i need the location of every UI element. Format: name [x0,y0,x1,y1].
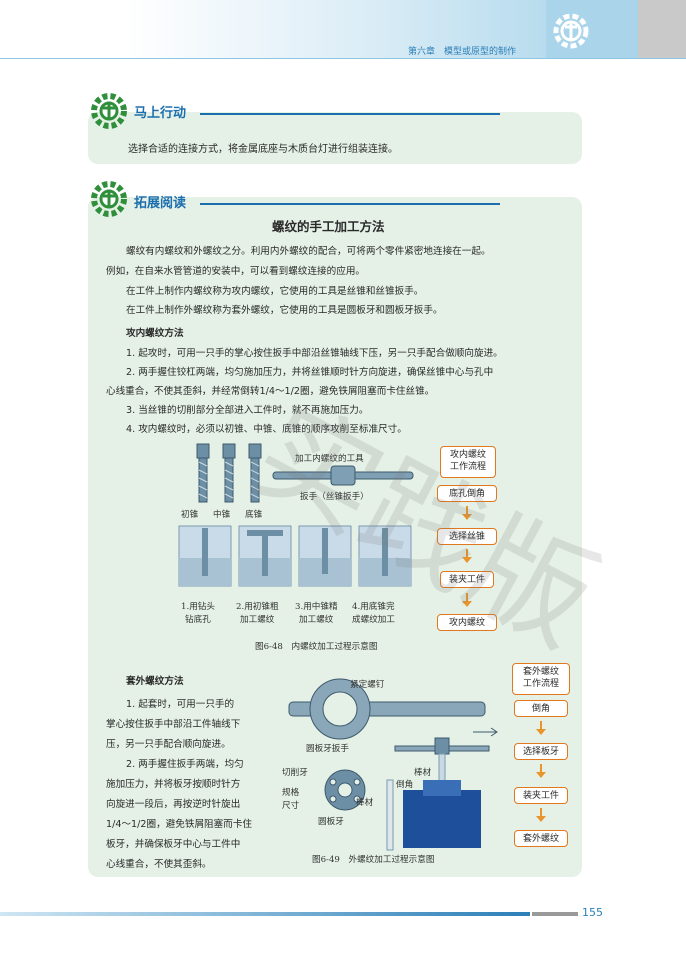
header-gradient [126,0,546,58]
tap-middle [222,443,236,503]
external-line: 掌心按住扳手中部沿工件轴线下 [106,719,241,730]
step-label: 加工螺纹 [240,615,275,625]
label-cutting-teeth: 切削牙 [282,768,308,778]
label-chamfer: 倒角 [396,780,414,790]
internal-heading: 攻内螺纹方法 [126,328,184,339]
figure-caption: 图6-48 内螺纹加工过程示意图 [255,642,378,652]
intro-line: 在工件上制作内螺纹称为攻内螺纹，它使用的工具是丝锥和丝锥扳手。 [126,286,424,297]
intro-line: 在工件上制作外螺纹称为套外螺纹，它使用的工具是圆板牙和圆板牙扳手。 [126,305,443,316]
flow-step: 装夹工件 [514,787,568,804]
label-bar: 棒材 [414,768,432,778]
flow-step: 选择板牙 [514,743,568,760]
label-screw: 紧定螺钉 [350,680,385,690]
intro-line: 例如，在自来水管管道的安装中，可以看到螺纹连接的应用。 [106,266,366,277]
down-arrow-icon [536,764,546,780]
flow-step: 套外螺纹 [514,830,568,847]
internal-line: 1. 起攻时，可用一只手的掌心按住扳手中部沿丝锥轴线下压，另一只手配合做顺向旋进… [126,348,503,359]
flow-step: 底孔倒角 [437,485,497,502]
flow-title-external: 套外螺纹 工作流程 [512,663,570,695]
flow-step: 选择丝锥 [437,528,497,545]
external-line: 施加压力，并将板牙按顺时针方 [106,779,241,790]
flow-title-internal: 攻内螺纹 工作流程 [440,446,496,478]
gear-icon [553,13,589,49]
article-title: 螺纹的手工加工方法 [272,219,385,234]
tap-bottom [248,443,262,503]
flow-step: 攻内螺纹 [437,614,497,631]
tap-initial [196,443,210,503]
die-wrench [288,678,486,740]
step-label: 加工螺纹 [299,615,334,625]
header-gray-block [638,0,686,58]
external-line: 1. 起套时，可用一只手的 [126,699,235,710]
tap-label: 底锥 [245,510,263,520]
tap-label: 初锥 [181,510,199,520]
gear-icon [91,181,127,217]
intro-line: 螺纹有内螺纹和外螺纹之分。利用内外螺纹的配合，可将两个零件紧密地连接在一起。 [126,246,491,257]
label-die-wrench: 圆板牙扳手 [306,744,349,754]
tap-label: 中锥 [213,510,231,520]
flow-step: 装夹工件 [440,571,494,588]
page-number: 155 [582,906,603,919]
external-line: 压，另一只手配合顺向旋进。 [106,739,231,750]
action-text: 选择合适的连接方式，将金属底座与木质台灯进行组装连接。 [128,144,398,155]
step-label: 成螺纹加工 [352,615,395,625]
chapter-title: 第六章 模型或原型的制作 [408,47,517,57]
step-label: 4.用底锥完 [352,602,395,612]
down-arrow-icon [536,721,546,737]
label-size: 规格 [282,788,300,798]
down-arrow-icon [536,808,546,824]
section-heading-reading: 拓展阅读 [134,196,187,211]
section-rule [200,113,500,115]
external-line: 向旋进一段后，再按逆时针旋出 [106,799,241,810]
step-label: 1.用钻头 [181,602,215,612]
external-line: 2. 两手握住扳手两端，均匀 [126,759,244,770]
down-arrow-icon [462,549,472,565]
label-size: 尺寸 [282,801,300,811]
flow-step: 倒角 [514,700,568,717]
footer-line [0,912,530,916]
internal-thread-figure [178,443,414,587]
tap-wrench [272,465,414,486]
step-label: 钻底孔 [185,615,211,625]
figure-caption: 图6-49 外螺纹加工过程示意图 [312,855,435,865]
external-line: 板牙，并确保板牙中心与工件中 [106,839,241,850]
section-heading-action: 马上行动 [134,106,187,121]
wrench-label: 扳手（丝锥扳手） [300,492,369,502]
external-thread-figure [288,678,498,851]
gear-icon [91,93,127,129]
internal-line: 4. 攻内螺纹时，必须以初锥、中锥、底锥的顺序攻削至标准尺寸。 [126,424,407,435]
external-line: 心线重合，不使其歪斜。 [106,859,212,870]
down-arrow-icon [462,593,472,609]
step-label: 2.用初锥粗 [236,602,279,612]
tools-label: 加工内螺纹的工具 [295,454,364,464]
external-heading: 套外螺纹方法 [126,676,184,687]
step-label: 3.用中锥精 [295,602,338,612]
down-arrow-icon [462,506,472,522]
label-die: 圆板牙 [318,817,344,827]
section-rule [200,203,500,205]
action-box: 选择合适的连接方式，将金属底座与木质台灯进行组装连接。 [88,112,582,164]
label-bar: 棒材 [356,798,374,808]
external-line: 1/4～1/2圈，避免铁屑阻塞而卡住 [106,819,253,830]
internal-line: 2. 两手握住铰杠两端，均匀施加压力，并将丝锥顺时针方向旋进，确保丝锥中心与孔中 [126,367,494,378]
round-die [324,769,366,811]
step-panels [178,525,412,587]
internal-line: 心线重合，不使其歪斜，并经常倒转1/4～1/2圈，避免铁屑阻塞而卡住丝锥。 [106,386,435,397]
page-header: 第六章 模型或原型的制作 [0,0,686,58]
footer-gray-bar [532,912,578,916]
vise-assembly [386,727,498,851]
internal-line: 3. 当丝锥的切削部分全部进入工件时，就不再施加压力。 [126,405,369,416]
header-divider [0,58,686,59]
